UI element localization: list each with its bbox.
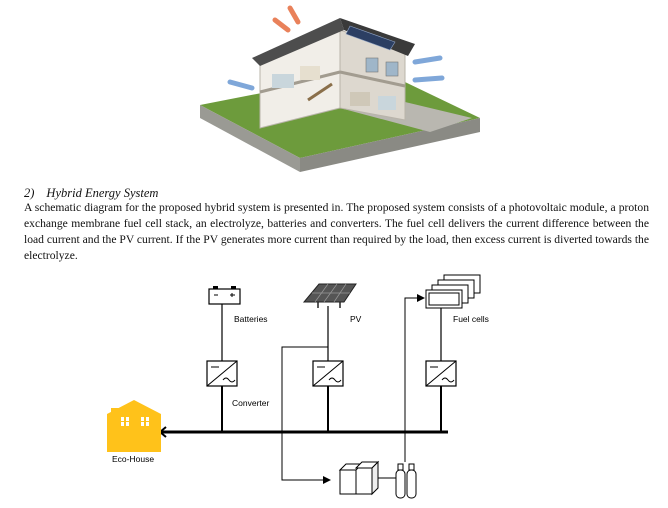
section-number: 2) [24,186,35,200]
roof-left [252,18,344,66]
pv-panel-icon [302,283,357,308]
hydrogen-tanks-icon [395,463,417,499]
eco-house-cutaway-illustration [200,5,480,172]
eco-house-icon [107,400,161,452]
cool-air-arrow [412,55,443,65]
hydrogen-to-fuel-cells-line [404,294,425,462]
body-paragraph: A schematic diagram for the proposed hyb… [24,201,649,263]
section-heading: 2) Hybrid Energy System [24,186,158,201]
ground-edge [300,118,480,172]
electrolyzer-icon [338,460,380,496]
label-batteries: Batteries [234,314,268,324]
roof-solar-panels [345,25,396,51]
pv-to-electrolyzer-line [281,346,331,484]
warm-air-arrow [272,17,291,33]
label-eco-house: Eco-House [112,454,154,464]
section-title: Hybrid Energy System [46,186,159,200]
label-fuel-cells: Fuel cells [453,314,489,324]
hybrid-system-schematic: Batteries PV Fuel cells [107,274,489,499]
battery-converter-icon [206,360,238,387]
label-pv: PV [350,314,362,324]
fuel-cells-icon [425,274,481,309]
fuel-cell-converter-icon [425,360,457,387]
label-converter: Converter [232,398,269,408]
pv-converter-icon [312,360,344,387]
battery-icon [208,286,241,305]
